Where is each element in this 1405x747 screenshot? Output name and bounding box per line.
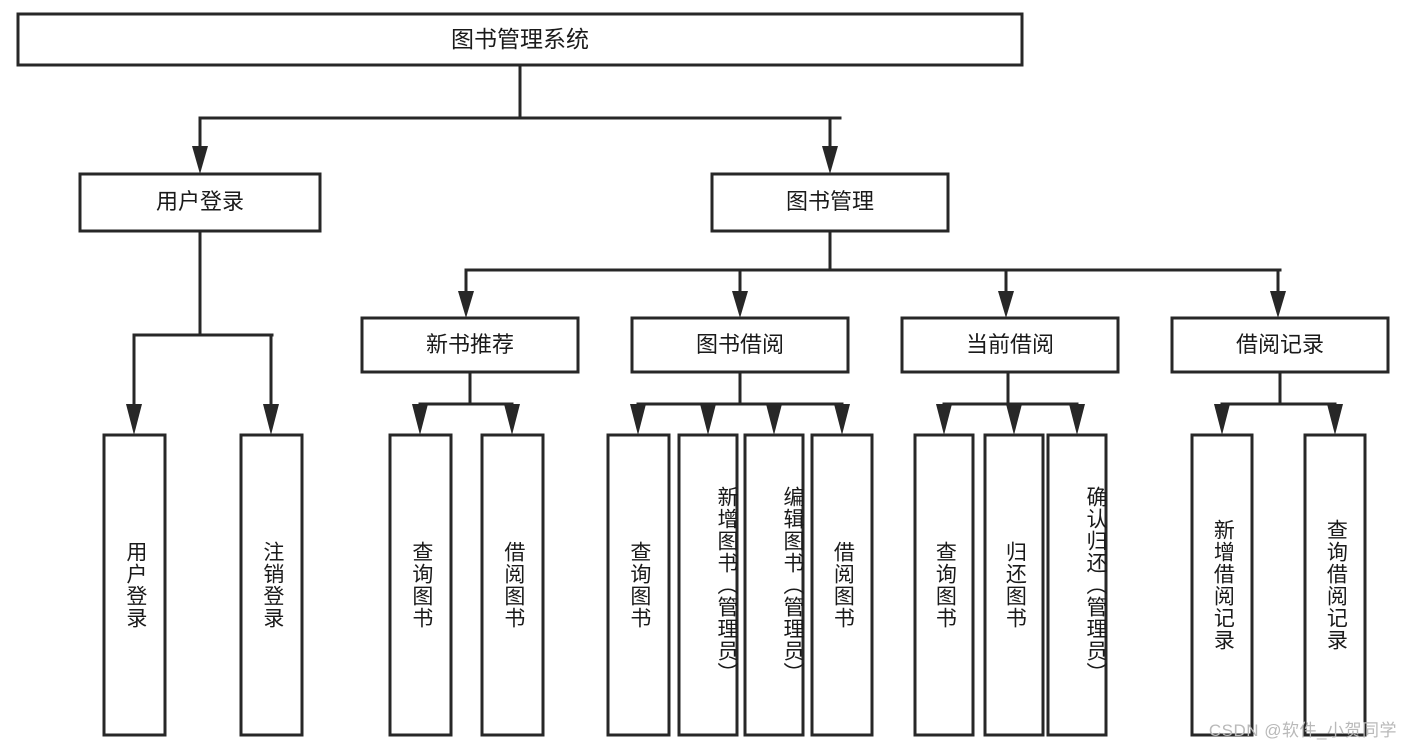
arrowhead-bookmgmt — [822, 146, 838, 174]
leaf-box-borrow-books-bb[interactable] — [810, 433, 874, 737]
arrowhead-currentborrow — [998, 291, 1014, 318]
node-book-management-box[interactable] — [710, 172, 950, 233]
connector-group-bookmgmt — [458, 229, 1286, 318]
leaf-box-group — [102, 433, 1367, 737]
leaf-box-return-books[interactable] — [983, 433, 1045, 737]
arrowhead-nb-leaf2 — [504, 404, 520, 435]
connector-group-newbooks — [412, 370, 520, 435]
arrowhead-cb-leaf1 — [936, 404, 952, 435]
node-root-label: 图书管理系统 — [451, 26, 589, 52]
leaf-box-query-books-cb[interactable] — [913, 433, 975, 737]
arrowhead-bb-leaf1 — [630, 404, 646, 435]
leaf-box-query-books-bb[interactable] — [606, 433, 671, 737]
connector-group-root — [192, 63, 842, 174]
arrowhead-cb-leaf2 — [1006, 404, 1022, 435]
leaf-box-confirm-return-admin[interactable] — [1046, 433, 1108, 737]
arrowhead-br-leaf2 — [1327, 404, 1343, 435]
node-borrow-records[interactable]: 借阅记录 — [1170, 316, 1390, 374]
node-new-book-recommend-label: 新书推荐 — [426, 332, 514, 357]
leaf-box-query-books-nb[interactable] — [388, 433, 453, 737]
arrowhead-leaf-zhuxiaodenglu — [263, 404, 279, 435]
leaf-box-query-borrow-record[interactable] — [1303, 433, 1367, 737]
arrowhead-bb-leaf2 — [700, 404, 716, 435]
node-current-borrow-label: 当前借阅 — [966, 332, 1054, 357]
arrowhead-leaf-yonghudenglu — [126, 404, 142, 435]
node-user-login-label: 用户登录 — [156, 189, 244, 214]
node-user-login-box[interactable] — [78, 172, 322, 233]
leaf-box-logout-login[interactable] — [239, 433, 304, 737]
arrowhead-bb-leaf3 — [766, 404, 782, 435]
connector-group-currentborrow — [936, 370, 1085, 435]
arrowhead-cb-leaf3 — [1069, 404, 1085, 435]
node-book-management-label: 图书管理 — [786, 189, 874, 214]
arrowhead-nb-leaf1 — [412, 404, 428, 435]
arrowhead-bb-leaf4 — [834, 404, 850, 435]
connector-group-borrowbooks — [630, 370, 850, 435]
node-borrow-records-box[interactable] — [1170, 316, 1390, 374]
arrowhead-borrowrecords — [1270, 291, 1286, 318]
node-current-borrow[interactable]: 当前借阅 — [900, 316, 1120, 374]
node-user-login[interactable]: 用户登录 — [78, 172, 322, 233]
node-book-management[interactable]: 图书管理 — [710, 172, 950, 233]
node-root-box[interactable] — [16, 12, 1024, 67]
leaf-box-add-borrow-record[interactable] — [1190, 433, 1254, 737]
node-new-book-recommend-box[interactable] — [360, 316, 580, 374]
connector-group-userlogin — [126, 229, 279, 435]
node-root[interactable]: 图书管理系统 — [16, 12, 1024, 67]
node-book-borrow-label: 图书借阅 — [696, 332, 784, 357]
connector-group-borrowrecords — [1214, 370, 1343, 435]
node-current-borrow-box[interactable] — [900, 316, 1120, 374]
node-book-borrow[interactable]: 图书借阅 — [630, 316, 850, 374]
leaf-box-user-login[interactable] — [102, 433, 167, 737]
leaf-box-add-book-admin[interactable] — [677, 433, 739, 737]
node-book-borrow-box[interactable] — [630, 316, 850, 374]
arrowhead-userlogin — [192, 146, 208, 174]
leaf-box-borrow-books-nb[interactable] — [480, 433, 545, 737]
arrowhead-newbooks — [458, 291, 474, 318]
leaf-box-edit-book-admin[interactable] — [743, 433, 805, 737]
arrowhead-br-leaf1 — [1214, 404, 1230, 435]
node-new-book-recommend[interactable]: 新书推荐 — [360, 316, 580, 374]
arrowhead-borrowbooks — [732, 291, 748, 318]
node-borrow-records-label: 借阅记录 — [1236, 332, 1324, 357]
csdn-watermark: CSDN @软件_小贺同学 — [1208, 721, 1397, 740]
